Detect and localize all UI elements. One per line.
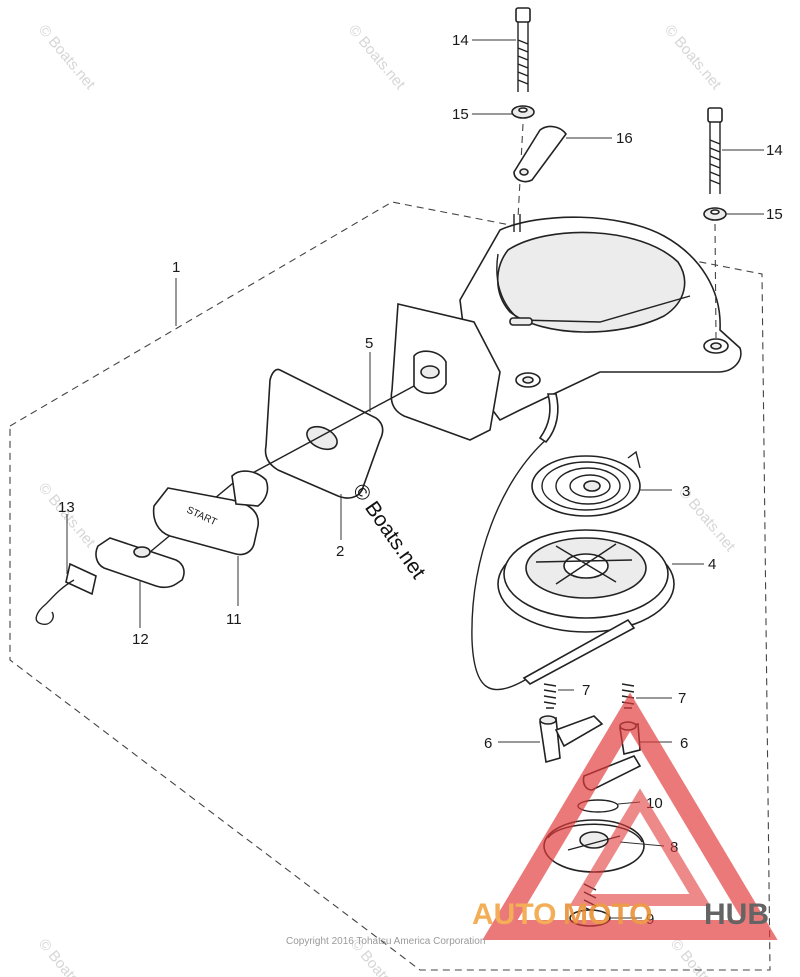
part-12-grip xyxy=(95,537,185,589)
callout-3: 3 xyxy=(682,483,690,500)
logo-text-moto: MOTO xyxy=(563,898,652,931)
callout-9: 9 xyxy=(646,911,654,928)
callout-5: 5 xyxy=(365,335,373,352)
callout-7-left: 7 xyxy=(582,682,590,699)
callout-14-right: 14 xyxy=(766,142,783,159)
watermark-bottom-left: © Boats.net xyxy=(35,936,99,977)
part-14-bolt-left xyxy=(515,7,531,92)
part-11-start-handle: START xyxy=(152,470,269,556)
leader-lines xyxy=(66,39,764,919)
automotohub-logo: AUTO MOTO HUB xyxy=(472,692,778,940)
callout-6-right: 6 xyxy=(680,735,688,752)
watermark-top-mid: © Boats.net xyxy=(345,22,409,94)
logo-triangle xyxy=(482,692,778,940)
part-14-bolt-right xyxy=(707,107,723,194)
part-4-reel xyxy=(497,529,675,685)
callout-15-left: 15 xyxy=(452,106,469,123)
callout-16: 16 xyxy=(616,130,633,147)
copyright-text: Copyright 2016 Tohatsu America Corporati… xyxy=(286,936,485,947)
logo-text-auto: AUTO xyxy=(472,898,556,931)
callout-1: 1 xyxy=(172,259,180,276)
callout-2: 2 xyxy=(336,543,344,560)
callout-11: 11 xyxy=(226,611,242,628)
watermark-top-right: © Boats.net xyxy=(661,22,725,94)
watermark-center: © Boats.net xyxy=(348,480,430,583)
bolt-axis-left xyxy=(517,123,524,219)
callout-15-right: 15 xyxy=(766,206,783,223)
logo-text-hub: HUB xyxy=(704,898,769,931)
callout-14-left: 14 xyxy=(452,32,469,49)
callout-6-left: 6 xyxy=(484,735,492,752)
part-16-clip xyxy=(513,125,567,183)
assembly-boundary xyxy=(9,201,771,971)
starter-case xyxy=(459,214,742,444)
part-13-hook xyxy=(35,562,97,626)
part-3-spring xyxy=(531,450,641,517)
callouts: 14 15 16 14 15 1 5 2 3 4 11 12 13 7 7 6 … xyxy=(58,32,783,928)
watermark-bottom-right: © Boats.net xyxy=(667,936,731,977)
starter-cord-route xyxy=(471,437,549,691)
watermark-top-left: © Boats.net xyxy=(35,22,99,94)
callout-13: 13 xyxy=(58,499,75,516)
callout-12: 12 xyxy=(132,631,149,648)
callout-7-right: 7 xyxy=(678,690,686,707)
cord-guide-housing xyxy=(390,303,501,441)
callout-4: 4 xyxy=(708,556,716,573)
part-15-washers xyxy=(511,105,727,221)
